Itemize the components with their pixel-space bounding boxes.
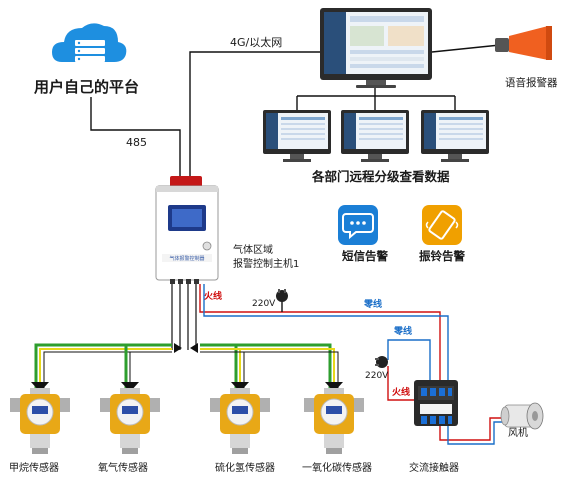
- monitors-caption: 各部门远程分级查看数据: [312, 169, 450, 184]
- vibration-alarm-icon: [422, 205, 462, 245]
- neutral-wire-label: 零线: [394, 327, 413, 337]
- sensor-icon: [304, 388, 364, 454]
- sensor-icon: [100, 388, 160, 454]
- network-label: 4G/以太网: [230, 36, 283, 49]
- network-lines: [90, 44, 501, 178]
- sensor-icon: [10, 388, 70, 454]
- neutral-wire-label: 零线: [364, 300, 383, 310]
- sms-alarm-label: 短信告警: [342, 249, 388, 263]
- voltage-label: 220V: [365, 371, 389, 381]
- power-plug-icon: [375, 356, 388, 368]
- sensor-bus: [31, 284, 343, 392]
- power-plug-icon: [276, 289, 288, 302]
- host-panel-text: 气体报警控制器: [169, 255, 204, 262]
- controller-host-icon: 气体报警控制器: [155, 176, 219, 284]
- power-wiring: [199, 284, 505, 445]
- live-wire-label: 火线: [392, 388, 411, 398]
- sensor-icons: [10, 388, 364, 454]
- sensor-label: 硫化氢传感器: [215, 463, 275, 474]
- contactor-label: 交流接触器: [409, 463, 459, 474]
- sensor-label: 氧气传感器: [98, 463, 148, 474]
- rs485-label: 485: [126, 136, 147, 149]
- host-label: 气体区域 报警控制主机1: [233, 245, 300, 270]
- vibration-alarm-label: 振铃告警: [419, 249, 465, 263]
- voice-alarm-label: 语音报警器: [505, 77, 558, 89]
- sensor-label: 甲烷传感器: [9, 463, 59, 474]
- voice-alarm-icon: [495, 26, 552, 60]
- department-monitors: [263, 110, 489, 162]
- platform-label: 用户自己的平台: [34, 78, 140, 96]
- cloud-server-icon: [52, 23, 127, 62]
- sms-alarm-icon: [338, 205, 378, 245]
- contactor-icon: [414, 380, 458, 426]
- sensor-icon: [210, 388, 270, 454]
- sensor-label: 一氧化碳传感器: [302, 463, 372, 474]
- live-wire-label: 火线: [204, 292, 223, 302]
- fan-label: 风机: [508, 428, 528, 439]
- voltage-label: 220V: [252, 299, 276, 309]
- main-monitor-icon: [320, 8, 432, 88]
- fan-icon: [500, 402, 544, 430]
